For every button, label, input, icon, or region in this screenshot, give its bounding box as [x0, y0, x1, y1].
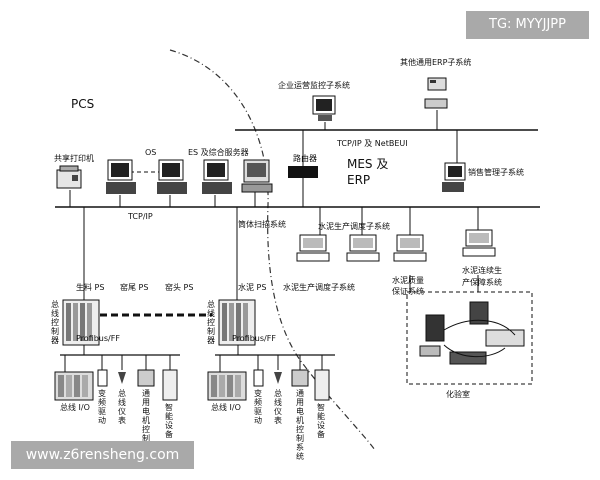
fieldbus-right-label: Profibus/FF [232, 334, 276, 343]
os-workstation-2 [157, 159, 187, 194]
lab-equipment [419, 301, 525, 365]
cement-dispatch-pc-2 [346, 234, 380, 262]
shared-printer-device [56, 165, 82, 189]
raw-ps-label: 生料 PS [76, 283, 105, 292]
watermark-top: TG: MYYJJPP [466, 11, 589, 39]
instr-left-label: 总线仪表 [118, 389, 126, 425]
motor-control-left [137, 369, 155, 387]
router-device [288, 166, 318, 178]
upper-network-label: TCP/IP 及 NetBEUI [337, 139, 408, 148]
io-right-label: 总线 I/O [211, 403, 241, 412]
continuity-label-2: 产保障系统 [462, 278, 502, 287]
continuity-pc [462, 229, 496, 257]
cylinder-scan-label: 筒体扫描系统 [238, 220, 286, 229]
bus-ctrl-right-label: 总线控制器 [207, 300, 215, 345]
smart-right-label: 智能设备 [317, 403, 325, 439]
quality-pc [393, 234, 427, 262]
continuity-label-1: 水泥连续生 [462, 266, 502, 275]
smart-device-right [314, 369, 330, 401]
kiln-tail-ps-label: 窑尾 PS [120, 283, 149, 292]
instrument-right [274, 372, 282, 384]
vfd-left-label: 变频驱动 [98, 389, 106, 425]
erp-other-label: 其他通用ERP子系统 [400, 58, 472, 67]
quality-label-2: 保证系统 [392, 287, 424, 296]
motor-control-right [291, 369, 309, 387]
smart-left-label: 智能设备 [165, 403, 173, 439]
cement-dispatch-pc-1 [296, 234, 330, 262]
instrument-left [118, 372, 126, 384]
enterprise-monitor-label: 企业运营监控子系统 [278, 81, 350, 90]
vfd-left [97, 369, 108, 387]
router-label: 路由器 [293, 154, 317, 163]
enterprise-monitor-workstation [312, 95, 336, 121]
shared-printer-label: 共享打印机 [54, 154, 94, 163]
bus-controller-right-rack [218, 299, 256, 346]
io-modules-left [54, 371, 94, 401]
quality-label-1: 水泥质量 [392, 276, 424, 285]
cement-dispatch-label: 水泥生产调度子系统 [283, 283, 355, 292]
smart-device-left [162, 369, 178, 401]
os-label: OS [145, 148, 157, 157]
cement-dispatch-sub-label: 水泥生产调度子系统 [318, 222, 390, 231]
sales-mgmt-label: 销售管理子系统 [468, 168, 524, 177]
es-server-workstation [202, 159, 232, 194]
lab-boundary [406, 291, 533, 385]
pcs-area-label: PCS [71, 97, 95, 111]
bus-ctrl-left-label: 总线控制器 [51, 300, 59, 345]
mes-erp-label-2: ERP [347, 173, 371, 187]
os-workstation [106, 159, 136, 194]
erp-other-device [424, 77, 448, 109]
fieldbus-left-label: Profibus/FF [76, 334, 120, 343]
lab-label: 化验室 [446, 390, 470, 399]
io-left-label: 总线 I/O [60, 403, 90, 412]
mes-erp-label-1: MES 及 [347, 157, 389, 171]
instr-right-label: 总线仪表 [274, 389, 282, 425]
sales-workstation [442, 162, 466, 192]
cement-ps-label: 水泥 PS [238, 283, 267, 292]
cylinder-scan-device [241, 159, 273, 193]
kiln-head-ps-label: 窑头 PS [165, 283, 194, 292]
io-modules-right [207, 371, 247, 401]
lower-network-label: TCP/IP [128, 212, 153, 221]
motor-right-label: 通用电机控制系统 [296, 389, 304, 461]
vfd-right-label: 变频驱动 [254, 389, 262, 425]
vfd-right [253, 369, 264, 387]
es-server-label: ES 及综合服务器 [188, 148, 249, 157]
watermark-bottom: www.z6rensheng.com [11, 441, 194, 469]
bus-controller-left-rack [62, 299, 100, 346]
